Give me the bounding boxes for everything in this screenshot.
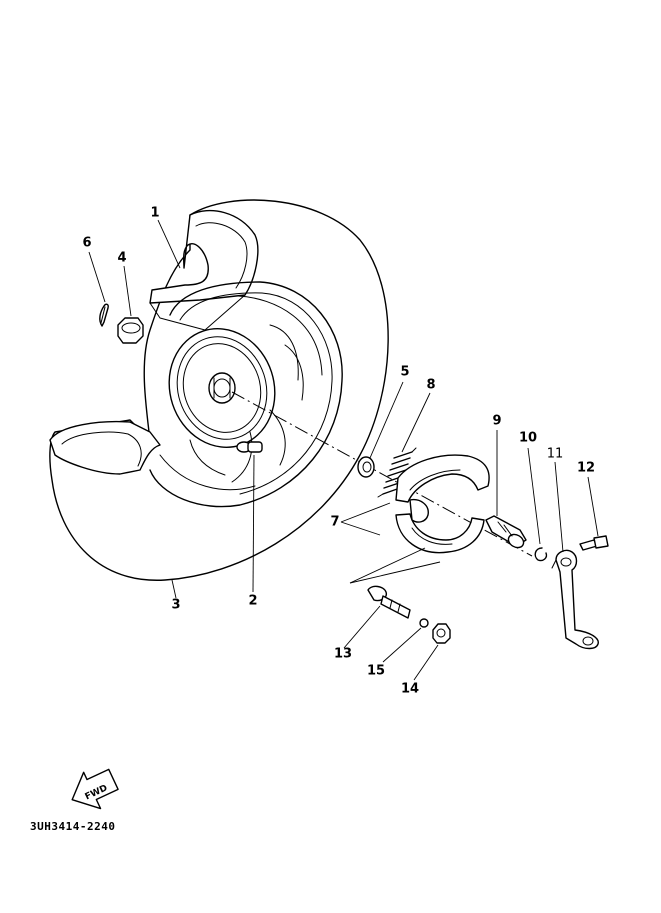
callout-2: 2 (248, 593, 258, 609)
brake-lever (551, 461, 599, 650)
callout-1: 1 (150, 205, 160, 221)
shaft-nut (413, 623, 451, 681)
callout-10: 10 (518, 430, 538, 446)
o-ring (382, 618, 429, 663)
brake-camshaft (485, 430, 527, 549)
axle-nut (117, 265, 144, 344)
callout-9: 9 (492, 413, 502, 429)
leader-1 (157, 219, 181, 269)
callout-6: 6 (82, 235, 92, 251)
callout-7: 7 (330, 514, 340, 530)
axle-centerline (231, 391, 533, 557)
callout-12: 12 (576, 460, 596, 476)
forward-direction-arrow: FWD (71, 768, 119, 810)
callout-11: 11 (546, 446, 564, 462)
circlip (527, 447, 548, 562)
valve (236, 441, 263, 593)
callout-13: 13 (333, 646, 353, 662)
leader-3 (171, 579, 177, 599)
callout-15: 15 (366, 663, 386, 679)
shoe-pivot-shaft (343, 585, 411, 649)
callout-14: 14 (400, 681, 420, 697)
brake-spring (377, 392, 431, 498)
cotter-pin (88, 251, 109, 327)
washer (357, 381, 404, 478)
diagram-part-code: 3UH3414-2240 (30, 820, 116, 833)
callout-5: 5 (400, 364, 410, 380)
callout-3: 3 (171, 597, 181, 613)
brake-shoes (340, 454, 490, 584)
lever-bolt (579, 476, 609, 551)
callout-8: 8 (426, 377, 436, 393)
callout-4: 4 (117, 250, 127, 266)
